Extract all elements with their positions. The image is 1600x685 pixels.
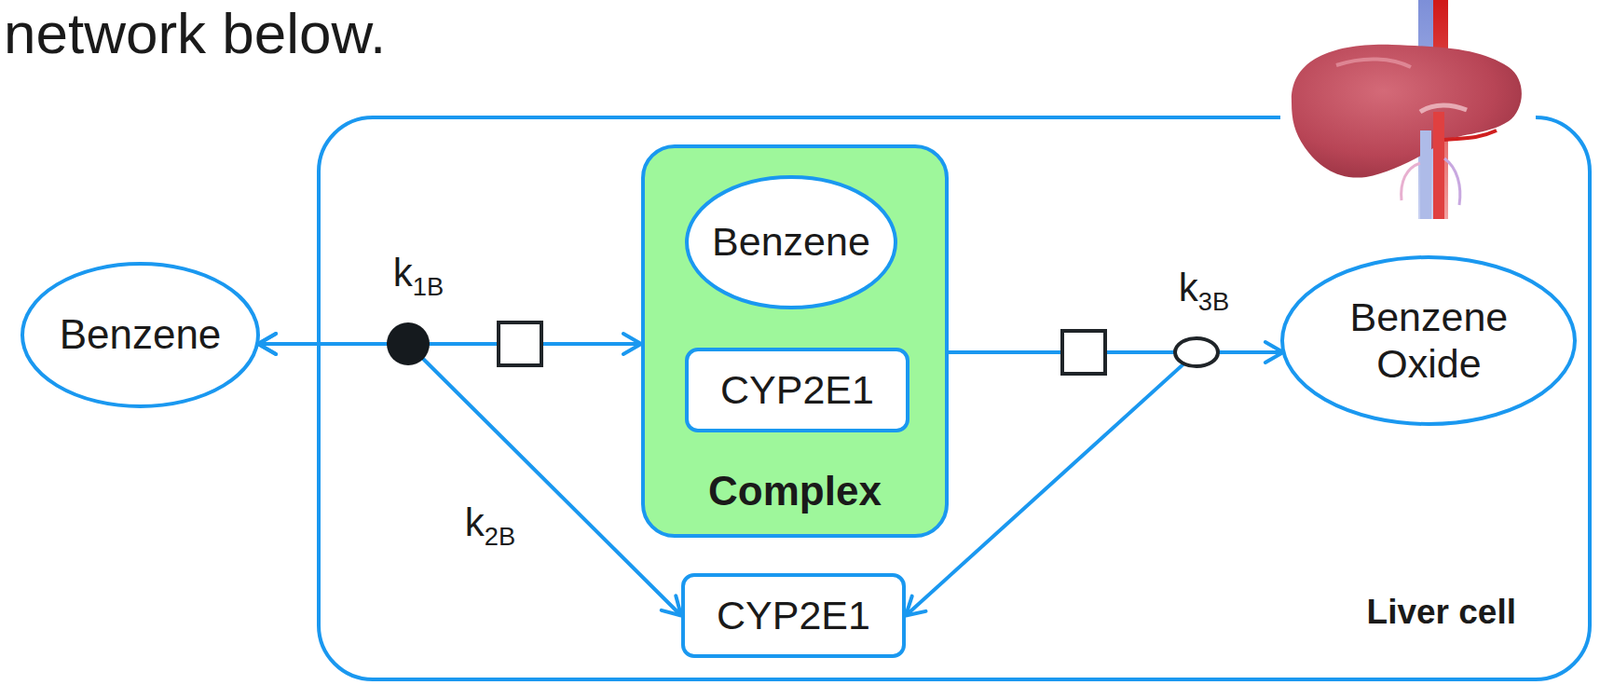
liver-illustration bbox=[1280, 0, 1532, 219]
liver-highlight bbox=[1336, 58, 1411, 68]
reaction-connector bbox=[905, 352, 1197, 616]
arrow-head bbox=[1265, 341, 1284, 363]
node-label: Complex bbox=[708, 467, 882, 516]
connector-line bbox=[905, 352, 1197, 616]
ellipse-shape bbox=[1282, 257, 1575, 424]
rate-constant: k3B bbox=[1178, 265, 1230, 316]
connector-line bbox=[258, 343, 682, 616]
rate-constant: k1B bbox=[393, 250, 444, 301]
node-label: CYP2E1 bbox=[716, 592, 871, 639]
reaction-connector bbox=[258, 333, 682, 616]
enzyme-box: CYP2E1 bbox=[681, 573, 906, 658]
cell-compartment: Liver cell Complex BenzeneCYP2E1 Benzene Ox… bbox=[316, 115, 1592, 682]
species-ellipse: Benzene bbox=[20, 261, 260, 409]
heading-fragment: network below. bbox=[3, 0, 386, 67]
arrow-head bbox=[905, 596, 927, 616]
rate-constant: k2B bbox=[464, 500, 516, 551]
process-square bbox=[1062, 330, 1106, 374]
reaction-open-dot bbox=[1175, 338, 1218, 367]
complex-box: Complex BenzeneCYP2E1 bbox=[641, 144, 949, 538]
liver-highlight bbox=[1420, 105, 1467, 112]
process-square bbox=[498, 322, 542, 366]
species-ellipse: Benzene Oxide bbox=[1280, 255, 1577, 426]
duct bbox=[1401, 163, 1421, 201]
node-label: Benzene bbox=[711, 218, 871, 265]
node-label: Liver cell bbox=[1367, 592, 1517, 633]
node-label: CYP2E1 bbox=[720, 367, 875, 413]
cell-border bbox=[318, 117, 1590, 680]
duct bbox=[1444, 158, 1461, 206]
artery-branch bbox=[1444, 130, 1497, 140]
vein bbox=[1420, 130, 1432, 219]
ellipse-shape bbox=[686, 177, 896, 308]
arrow-head bbox=[661, 595, 682, 616]
species-ellipse: Benzene bbox=[684, 175, 898, 310]
arrow-head bbox=[258, 333, 276, 355]
node-label: Benzene bbox=[59, 311, 222, 359]
node-label: Benzene Oxide bbox=[1316, 294, 1541, 387]
arrow-head bbox=[623, 333, 642, 355]
reaction-dot bbox=[386, 322, 430, 366]
ellipse-shape bbox=[22, 263, 259, 407]
artery bbox=[1433, 111, 1445, 219]
enzyme-box: CYP2E1 bbox=[684, 347, 910, 433]
liver-shape bbox=[1291, 44, 1522, 178]
